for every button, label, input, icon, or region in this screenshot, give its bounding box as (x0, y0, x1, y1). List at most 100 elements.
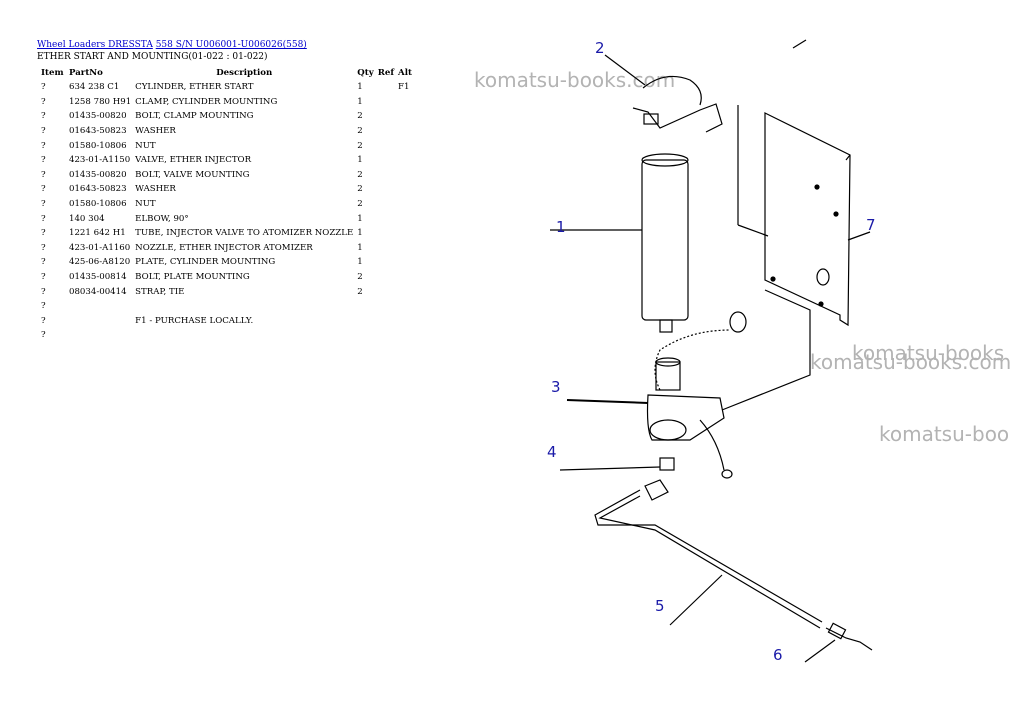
cell-qty: 1 (357, 213, 363, 224)
breadcrumb-link-model[interactable]: Wheel Loaders DRESSTA (37, 40, 153, 50)
cell-alt (396, 226, 418, 241)
cell-ref (376, 299, 396, 314)
cell-item: ? (41, 330, 46, 341)
cell-qty: 1 (357, 96, 363, 107)
watermark: komatsu-books.com (810, 350, 1012, 374)
cell-alt (396, 314, 418, 329)
cell-qty: 2 (357, 272, 363, 283)
cell-ref (376, 124, 396, 139)
cell-description: ELBOW, 90° (135, 213, 189, 224)
leader-line (566, 399, 649, 404)
cell-alt (396, 197, 418, 212)
header-alt: Alt (398, 68, 412, 78)
cell-alt (396, 138, 418, 153)
table-row: ? 1221 642 H1 TUBE, INJECTOR VALVE TO ATOM… (37, 226, 418, 241)
cell-partno: 1221 642 H1 (69, 228, 126, 239)
cell-item: ? (41, 272, 46, 283)
cell-alt (396, 109, 418, 124)
cell-alt (396, 95, 418, 110)
header-ref: Ref (377, 68, 395, 78)
cell-item: ? (41, 228, 46, 239)
cell-ref (376, 80, 396, 95)
cell-item: ? (41, 184, 46, 195)
cell-item: ? (41, 96, 46, 107)
cell-description: STRAP, TIE (135, 286, 185, 297)
parts-table: Item PartNo Description Qty Ref Alt ?634… (37, 66, 418, 343)
cell-alt (396, 168, 418, 183)
breadcrumb-link-serial[interactable]: 558 S/N U006001-U006026(558) (155, 40, 307, 50)
cell-ref (376, 153, 396, 168)
cell-alt (396, 182, 418, 197)
cell-qty: 1 (357, 228, 363, 239)
cell-partno: 425-06-A8120 (69, 257, 131, 268)
cell-item: ? (41, 111, 46, 122)
o-ring-shape (816, 268, 830, 286)
nozzle-shape (825, 627, 873, 651)
cell-description: F1 - PURCHASE LOCALLY. (135, 315, 254, 326)
cell-ref (376, 211, 396, 226)
cell-partno: 01580-10806 (69, 140, 127, 151)
cell-ref (376, 255, 396, 270)
watermark: komatsu-boo (879, 422, 1010, 446)
table-row: ? (37, 299, 418, 314)
cell-ref (376, 197, 396, 212)
watermark: komatsu-books (852, 341, 1005, 365)
callout-4: 4 (547, 443, 557, 461)
cell-description: PLATE, CYLINDER MOUNTING (135, 257, 276, 268)
cell-qty: 1 (357, 82, 363, 93)
cell-partno: 140 304 (69, 213, 105, 224)
cell-description: CYLINDER, ETHER START (135, 82, 254, 93)
table-row: ? 01435-00814 BOLT, PLATE MOUNTING 2 (37, 270, 418, 285)
cell-partno: 01435-00814 (69, 272, 127, 283)
cell-qty (355, 299, 375, 314)
cell-item: ? (41, 155, 46, 166)
header-description: Description (216, 68, 273, 78)
cell-partno: 423-01-A1150 (69, 155, 131, 166)
cell-partno (67, 299, 133, 314)
cell-item: ? (41, 301, 46, 312)
cell-ref (376, 328, 396, 343)
cell-alt (396, 255, 418, 270)
cell-qty: 1 (357, 242, 363, 253)
cell-partno: 01643-50823 (69, 126, 127, 137)
leader-line (804, 639, 836, 663)
cell-partno: 01643-50823 (69, 184, 127, 195)
cell-ref (376, 168, 396, 183)
callout-6: 6 (773, 646, 783, 664)
cell-description: TUBE, INJECTOR VALVE TO ATOMIZER NOZZLE (135, 228, 354, 239)
diagram-mark (792, 39, 807, 49)
cell-ref (376, 138, 396, 153)
mounting-plate-shape (764, 112, 851, 327)
cell-partno: 423-01-A1160 (69, 242, 131, 253)
cell-description (133, 299, 355, 314)
table-header-row: Item PartNo Description Qty Ref Alt (37, 66, 418, 80)
injector-valve-shape (655, 361, 681, 391)
cell-description: VALVE, ETHER INJECTOR (135, 155, 252, 166)
clamp-shape (642, 75, 702, 106)
cell-description: BOLT, PLATE MOUNTING (135, 272, 250, 283)
cell-alt: F1 (398, 82, 410, 93)
elbow-shape (659, 457, 675, 471)
cell-ref (376, 270, 396, 285)
leader-line (847, 231, 871, 241)
cell-qty: 2 (357, 199, 363, 210)
cell-item: ? (41, 257, 46, 268)
cell-item: ? (41, 199, 46, 210)
leader-line (604, 54, 646, 86)
cell-qty: 2 (357, 286, 363, 297)
callout-1: 1 (556, 218, 566, 236)
cell-item: ? (41, 140, 46, 151)
header-qty: Qty (357, 68, 374, 78)
callout-7: 7 (866, 216, 876, 234)
cell-description: NUT (135, 140, 156, 151)
cell-ref (376, 95, 396, 110)
